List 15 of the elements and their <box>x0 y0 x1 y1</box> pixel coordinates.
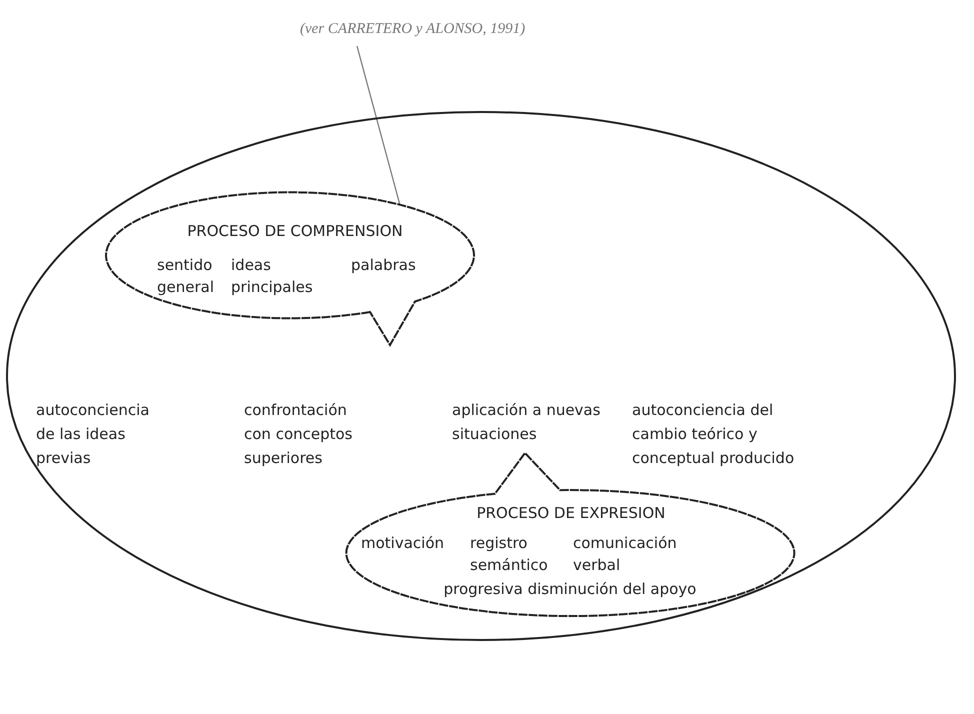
handwritten-note: (ver CARRETERO y ALONSO, 1991) <box>300 20 526 39</box>
concept-text: autoconciencia de las ideas previas <box>36 400 150 469</box>
leader-line <box>356 46 400 204</box>
bubble-text: comunicación verbal <box>573 533 678 576</box>
bubble-heading: PROCESO DE EXPRESION <box>476 503 666 524</box>
bubble-text: ideas principales <box>231 255 314 298</box>
bubble-text: sentido general <box>157 255 216 298</box>
concept-text: autoconciencia del cambio teórico y conceptual producido <box>632 400 796 469</box>
bubble-text: progresiva disminución del apoyo <box>442 579 698 600</box>
bubble-heading: PROCESO DE COMPRENSION <box>186 221 404 242</box>
bubble-text: motivación <box>361 533 446 554</box>
bubble-text: palabras <box>351 255 417 276</box>
bubble-text: registro semántico <box>470 533 549 576</box>
concept-text: confrontación con conceptos superiores <box>244 400 354 469</box>
concept-text: aplicación a nuevas situaciones <box>452 400 602 445</box>
